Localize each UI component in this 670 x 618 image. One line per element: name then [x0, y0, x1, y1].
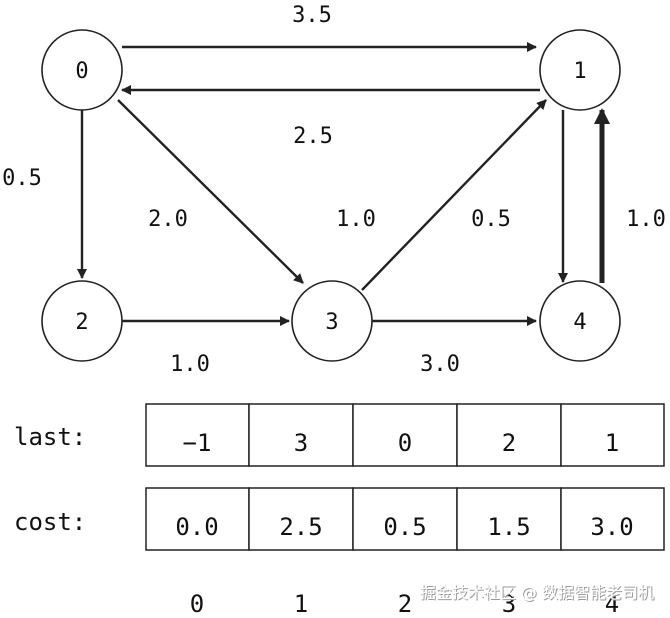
cost-value: 3.0: [590, 513, 633, 541]
cost-array: 0.0 2.5 0.5 1.5 3.0: [145, 487, 665, 551]
index-labels: 0 1 2 3 4: [190, 590, 619, 618]
node-label: 4: [573, 310, 586, 335]
node-3: 3: [291, 280, 373, 362]
watermark: 掘金技术社区 @ 数据智能老司机: [420, 583, 654, 602]
edge-label-0-1: 3.5: [292, 3, 332, 28]
edge-label-0-2: 0.5: [2, 166, 42, 191]
edge-label-3-1: 1.0: [336, 207, 376, 232]
index-label: 0: [190, 590, 204, 618]
last-cell: [248, 403, 354, 467]
cost-cell: [560, 487, 665, 551]
cost-value: 1.5: [487, 513, 530, 541]
node-2: 2: [41, 280, 123, 362]
watermark-shadow: 掘金技术社区 @ 数据智能老司机: [421, 584, 655, 603]
last-cell: [456, 403, 562, 467]
last-cell: [560, 403, 665, 467]
node-label: 2: [75, 310, 88, 335]
index-label: 1: [294, 590, 308, 618]
last-value: −1: [183, 429, 212, 457]
node-4: 4: [539, 280, 621, 362]
edge-label-1-4: 0.5: [471, 207, 511, 232]
index-label: 3: [502, 590, 516, 618]
row-label-last: last:: [14, 423, 86, 451]
node-label: 3: [325, 310, 338, 335]
edge-label-3-4: 3.0: [420, 352, 460, 377]
edge-label-0-3: 2.0: [148, 207, 188, 232]
node-0: 0: [41, 29, 123, 111]
row-label-cost: cost:: [14, 508, 86, 536]
edge-3-1: [361, 99, 547, 291]
last-value: 2: [502, 429, 516, 457]
cost-cell: [248, 487, 354, 551]
last-cell: [352, 403, 458, 467]
cost-value: 0.5: [383, 513, 426, 541]
cost-cell: [352, 487, 458, 551]
index-label: 4: [605, 590, 619, 618]
edge-label-2-3: 1.0: [170, 352, 210, 377]
node-label: 1: [573, 59, 586, 84]
last-value: 0: [398, 429, 412, 457]
index-label: 2: [398, 590, 412, 618]
node-label: 0: [75, 59, 88, 84]
edge-0-3: [117, 99, 304, 284]
edge-label-4-1: 1.0: [626, 207, 666, 232]
edge-label-1-0: 2.5: [293, 124, 333, 149]
last-cell: [145, 403, 250, 467]
node-1: 1: [539, 29, 621, 111]
last-value: 3: [294, 429, 308, 457]
cost-cell: [145, 487, 250, 551]
cost-value: 2.5: [279, 513, 322, 541]
last-value: 1: [605, 429, 619, 457]
last-array: −1 3 0 2 1: [145, 403, 665, 467]
cost-value: 0.0: [175, 513, 218, 541]
